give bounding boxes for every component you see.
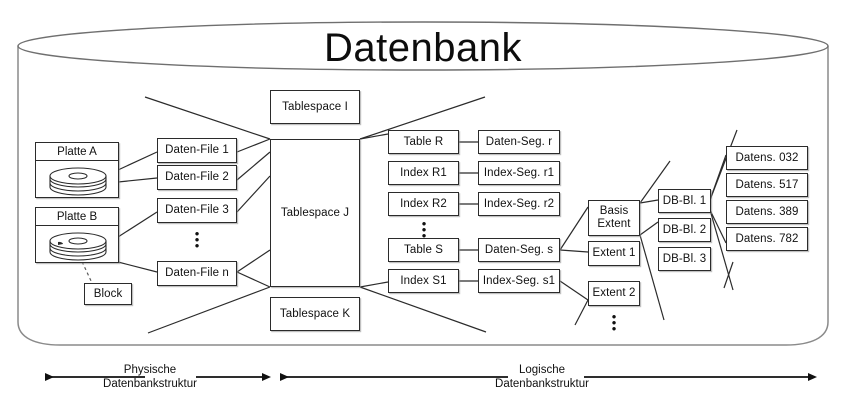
data-file-box-2: Daten-File 2 [157, 165, 237, 190]
extent-ellipsis: ••• [611, 309, 617, 336]
disk-platte-a-graphic [36, 161, 118, 198]
physical-axis-line1: Physische [123, 364, 177, 376]
block-to-record-connectors [709, 129, 738, 291]
tablespace-box-j: Tablespace J [270, 139, 360, 287]
extent-basis-line1: Basis [599, 205, 629, 218]
record-box-032: Datens. 032 [726, 146, 808, 170]
db-block-box-2: DB-Bl. 2 [658, 218, 711, 242]
disk-platte-a-label: Platte A [36, 143, 118, 161]
disk-platte-a: Platte A [35, 142, 119, 198]
tablespace-box-i: Tablespace I [270, 90, 360, 124]
index-box-s1: Index S1 [388, 269, 459, 293]
table-segment-links [459, 141, 478, 282]
record-box-782: Datens. 782 [726, 227, 808, 251]
segment-box-index-s1: Index-Seg. s1 [478, 269, 560, 293]
extent-box-2: Extent 2 [588, 281, 640, 306]
logical-axis-line2: Datenbankstruktur [495, 378, 589, 390]
db-block-box-1: DB-Bl. 1 [658, 189, 711, 213]
db-block-box-3: DB-Bl. 3 [658, 247, 711, 271]
disk-platte-b-label: Platte B [36, 208, 118, 226]
table-box-s: Table S [388, 238, 459, 262]
tablespace-to-tables-connectors [359, 96, 487, 333]
extent-to-block-connectors [639, 160, 671, 321]
record-box-517: Datens. 517 [726, 173, 808, 197]
index-box-r2: Index R2 [388, 192, 459, 216]
extent-box-basis: Basis Extent [588, 200, 640, 236]
tablespace-box-k: Tablespace K [270, 297, 360, 331]
segment-box-index-r2: Index-Seg. r2 [478, 192, 560, 216]
logical-axis-line1: Logische [518, 364, 566, 376]
physical-axis-line2: Datenbankstruktur [103, 378, 197, 390]
segment-box-daten-s: Daten-Seg. s [478, 238, 560, 262]
page-title: Datenbank [324, 26, 522, 70]
record-box-389: Datens. 389 [726, 200, 808, 224]
disk-platte-b: Platte B [35, 207, 119, 263]
extent-box-1: Extent 1 [588, 241, 640, 266]
segment-to-extent-connectors [559, 206, 589, 326]
table-box-r: Table R [388, 130, 459, 154]
platter-stack-icon [49, 167, 107, 196]
data-file-box-3: Daten-File 3 [157, 198, 237, 223]
files-to-tablespace-connectors [144, 96, 271, 334]
disk-to-file-connectors [117, 151, 158, 273]
data-file-box-1: Daten-File 1 [157, 138, 237, 163]
data-file-box-n: Daten-File n [157, 261, 237, 286]
physical-axis-label: Physische Datenbankstruktur [100, 363, 200, 391]
extent-basis-line2: Extent [597, 218, 631, 230]
data-file-ellipsis: ••• [194, 226, 200, 253]
logical-axis-label: Logische Datenbankstruktur [492, 363, 592, 391]
block-box: Block [84, 283, 132, 305]
segment-box-daten-r: Daten-Seg. r [478, 130, 560, 154]
disk-platte-b-graphic [36, 226, 118, 263]
table-ellipsis: ••• [421, 216, 427, 243]
index-box-r1: Index R1 [388, 161, 459, 185]
segment-box-index-r1: Index-Seg. r1 [478, 161, 560, 185]
platter-stack-block-icon [49, 232, 107, 261]
